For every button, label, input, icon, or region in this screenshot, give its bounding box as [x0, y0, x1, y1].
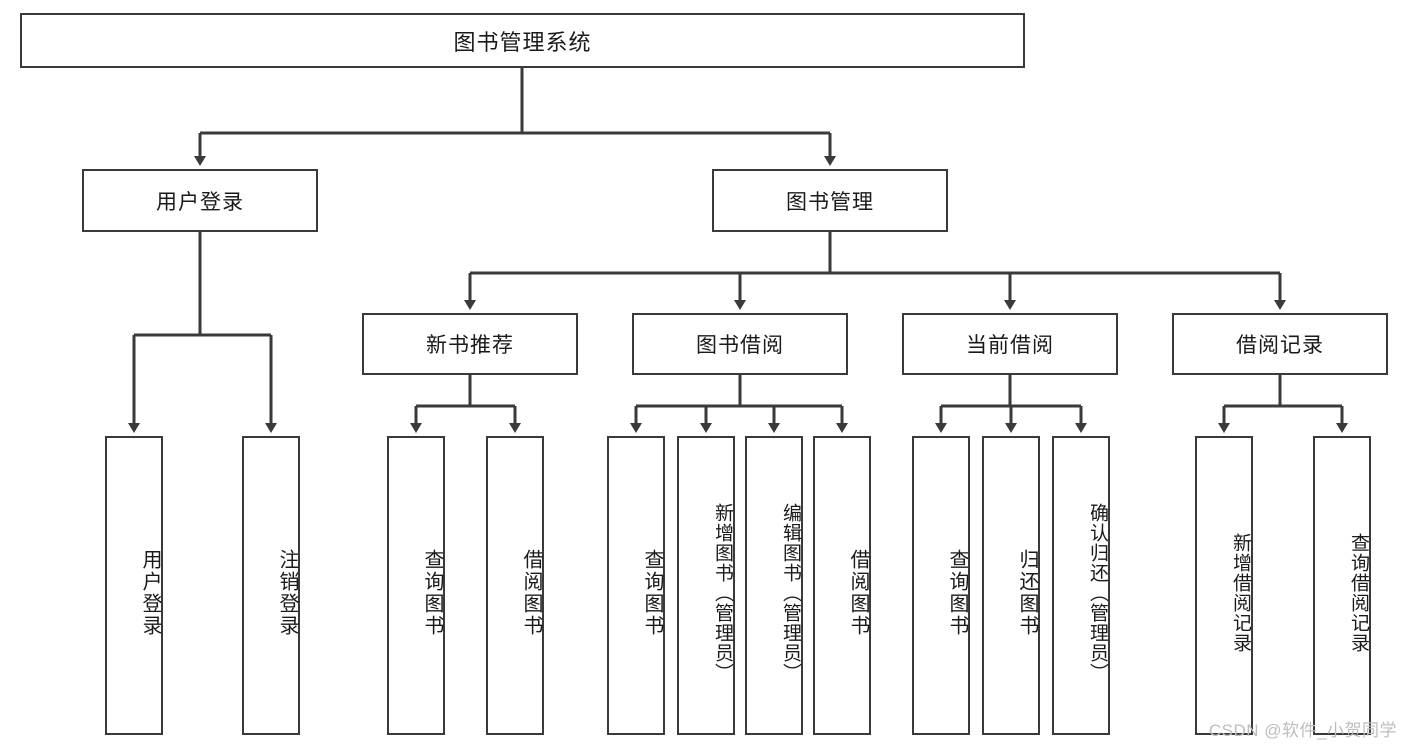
node-borrow-record[interactable]: 借阅记录 [1172, 313, 1388, 375]
leaf-current-borrow-return-book[interactable]: 归还图书 [982, 436, 1040, 735]
leaf-book-borrow-query-book[interactable]: 查询图书 [607, 436, 665, 735]
leaf-book-borrow-edit-book-admin[interactable]: 编辑图书（管理员） [745, 436, 803, 735]
leaf-book-borrow-add-book-admin[interactable]: 新增图书（管理员） [677, 436, 735, 735]
node-user-login[interactable]: 用户登录 [82, 169, 318, 232]
leaf-current-borrow-query-book[interactable]: 查询图书 [912, 436, 970, 735]
node-book-borrow[interactable]: 图书借阅 [632, 313, 848, 375]
node-book-management[interactable]: 图书管理 [712, 169, 948, 232]
node-root-book-management-system[interactable]: 图书管理系统 [20, 13, 1025, 68]
node-current-borrow[interactable]: 当前借阅 [902, 313, 1118, 375]
leaf-user-login-signout[interactable]: 注销登录 [242, 436, 300, 735]
leaf-new-book-borrow-book[interactable]: 借阅图书 [486, 436, 544, 735]
leaf-new-book-query-book[interactable]: 查询图书 [387, 436, 445, 735]
leaf-borrow-record-query-record[interactable]: 查询借阅记录 [1313, 436, 1371, 735]
leaf-book-borrow-borrow-book[interactable]: 借阅图书 [813, 436, 871, 735]
leaf-user-login-signin[interactable]: 用户登录 [105, 436, 163, 735]
node-new-book-recommend[interactable]: 新书推荐 [362, 313, 578, 375]
leaf-current-borrow-confirm-return-admin[interactable]: 确认归还（管理员） [1052, 436, 1110, 735]
leaf-borrow-record-add-record[interactable]: 新增借阅记录 [1195, 436, 1253, 735]
